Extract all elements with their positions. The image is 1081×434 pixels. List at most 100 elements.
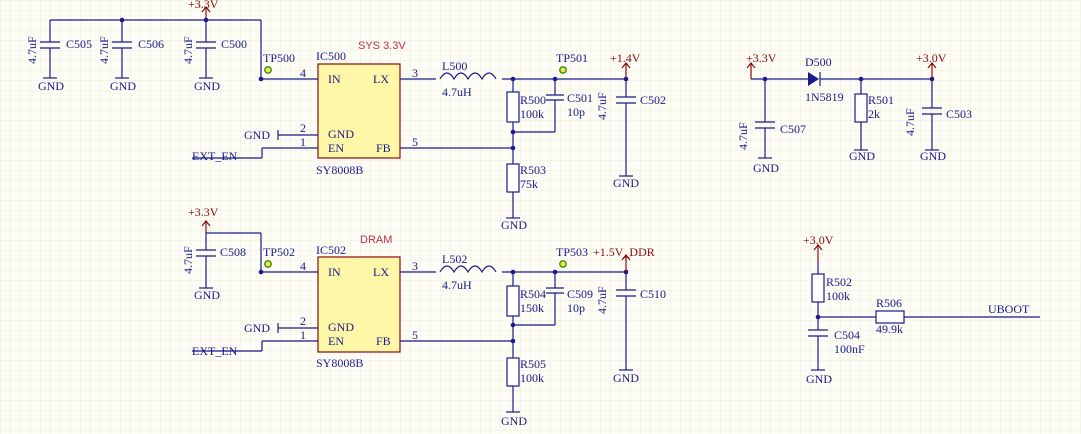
c507-ref: C507: [780, 122, 806, 136]
r503-ref: R503: [520, 163, 546, 177]
d500-ref: D500: [805, 55, 832, 69]
gnd-label-c503: GND: [920, 149, 946, 163]
r503-value: 75k: [520, 177, 538, 191]
c500-ref: C500: [221, 37, 247, 51]
net-label-3v0-top: +3.0V: [916, 51, 947, 65]
ic502-pin-num-1: 1: [300, 328, 306, 342]
ic502-pin-fb: FB: [376, 334, 391, 348]
tp503-testpoint: [559, 260, 567, 268]
diode-rail-3v0: [746, 62, 942, 159]
tp501-testpoint: [559, 66, 567, 74]
net-label-3v3: +3.3V: [188, 0, 219, 11]
c506-ref: C506: [138, 37, 164, 51]
ic502-pin-num-3: 3: [412, 259, 418, 273]
r505-ref: R505: [520, 357, 546, 371]
c503-value: 4.7uF: [903, 108, 917, 136]
net-label-3v3-diode: +3.3V: [746, 51, 777, 65]
ic500-part: SY8008B: [316, 163, 363, 177]
c509-value: 10p: [567, 301, 585, 315]
l500-ref: L500: [442, 59, 467, 73]
ic500-pin-in: IN: [328, 72, 341, 86]
tp501-label: TP501: [556, 51, 588, 65]
c505-ref: C505: [66, 37, 92, 51]
ic502-ref: IC502: [316, 243, 346, 257]
c510-ref: C510: [640, 287, 666, 301]
ic500-pin-en: EN: [328, 141, 344, 155]
ic502-part: SY8008B: [316, 356, 363, 370]
gnd-label-r505: GND: [501, 414, 527, 428]
r501-ref: R501: [868, 93, 894, 107]
gnd-label-c506: GND: [110, 79, 136, 93]
ic502-pin-num-2: 2: [300, 314, 306, 328]
l502-value: 4.7uH: [442, 278, 472, 292]
c501-ref: C501: [567, 91, 593, 105]
ic500-gnd-label: GND: [244, 128, 270, 142]
ic500-pin-num-2: 2: [300, 121, 306, 135]
ic500-pin-num-5: 5: [412, 135, 418, 149]
c509-ref: C509: [567, 287, 593, 301]
ic500-body: [317, 63, 401, 159]
net-label-1v5-ddr: +1.5V_DDR: [593, 245, 655, 259]
r500-ref: R500: [520, 93, 546, 107]
ext-en-label-bottom: EXT_EN: [192, 344, 238, 358]
r502-value: 100k: [826, 289, 850, 303]
ext-en-label-top: EXT_EN: [192, 149, 238, 163]
c500-value: 4.7uF: [181, 36, 195, 64]
r505-value: 100k: [520, 371, 544, 385]
ic500-pin-num-4: 4: [300, 66, 306, 80]
net-label-3v3-bottom: +3.3V: [188, 205, 219, 219]
r504-value: 150k: [520, 301, 544, 315]
ic502-pin-lx: LX: [373, 265, 389, 279]
gnd-label-c500: GND: [194, 79, 220, 93]
gnd-label-c504: GND: [806, 372, 832, 386]
note-sys-3v3: SYS 3.3V: [358, 40, 406, 52]
c507-value: 4.7uF: [736, 122, 750, 150]
output-stage-top: [436, 62, 636, 219]
c508-value: 4.7uF: [181, 246, 195, 274]
r502-ref: R502: [826, 275, 852, 289]
ic502-pin-num-4: 4: [300, 259, 306, 273]
gnd-label-c508: GND: [194, 288, 220, 302]
r506-value: 49.9k: [876, 322, 903, 336]
c505-value: 4.7uF: [25, 36, 39, 64]
tp500-testpoint: [264, 66, 272, 74]
r501-value: 2k: [868, 107, 880, 121]
ic500-ref: IC500: [316, 49, 346, 63]
ic500-pin-num-3: 3: [412, 66, 418, 80]
l502-ref: L502: [442, 252, 467, 266]
ic500-regulator: [192, 63, 513, 159]
gnd-label-c505: GND: [38, 79, 64, 93]
tp503-label: TP503: [556, 245, 588, 259]
r500-value: 100k: [520, 107, 544, 121]
net-label-3v0-uboot: +3.0V: [803, 233, 834, 247]
input-cap-bank-bottom: [196, 220, 262, 289]
tp502-testpoint: [264, 260, 272, 268]
r506-ref: R506: [876, 296, 902, 310]
input-cap-bank-top: +3.3V: [40, 0, 262, 79]
gnd-label-c510: GND: [613, 371, 639, 385]
tp502-label: TP502: [263, 245, 295, 259]
ic500-pin-fb: FB: [376, 141, 391, 155]
ic500-pin-num-1: 1: [300, 135, 306, 149]
c503-ref: C503: [946, 107, 972, 121]
r504-ref: R504: [520, 287, 546, 301]
c506-value: 4.7uF: [97, 36, 111, 64]
tp500-label: TP500: [263, 51, 295, 65]
ic500-pin-lx: LX: [373, 72, 389, 86]
c502-ref: C502: [640, 93, 666, 107]
c510-value: 4.7uF: [595, 286, 609, 314]
c504-value: 100nF: [834, 342, 865, 356]
c501-value: 10p: [567, 105, 585, 119]
c508-ref: C508: [220, 245, 246, 259]
ic500-pin-gnd: GND: [328, 127, 354, 141]
c502-value: 4.7uF: [595, 92, 609, 120]
gnd-label-r503: GND: [501, 218, 527, 232]
output-stage-bottom: [436, 254, 636, 413]
l500-value: 4.7uH: [442, 85, 472, 99]
note-dram: DRAM: [360, 234, 392, 246]
uboot-rc-network: [808, 244, 1040, 371]
ic502-pin-num-5: 5: [412, 328, 418, 342]
uboot-net-label: UBOOT: [988, 302, 1030, 316]
